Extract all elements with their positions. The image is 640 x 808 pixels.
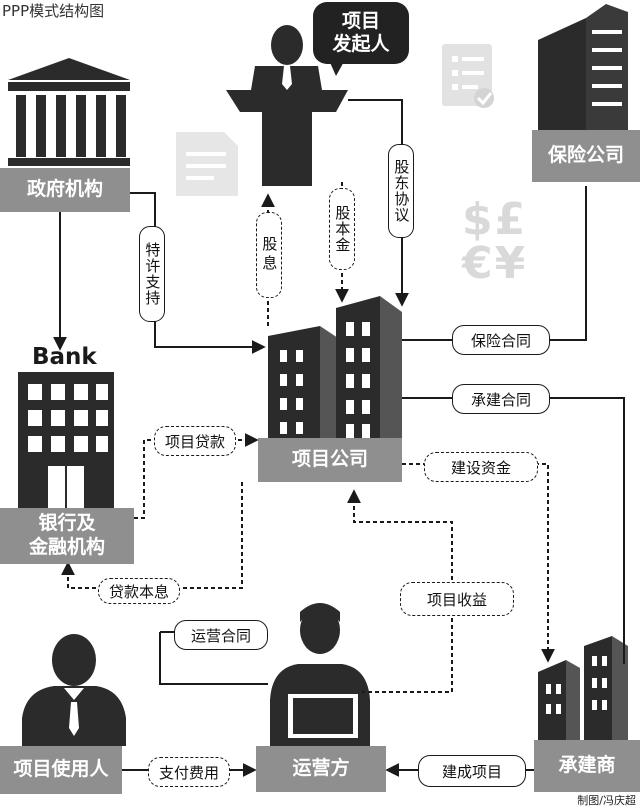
money-symbols-line2: €¥ <box>462 242 527 286</box>
government-building-icon <box>8 58 130 166</box>
government-node: 政府机构 <box>0 168 130 212</box>
initiator-label-line1: 项目 <box>342 10 380 33</box>
contractor-node: 承建商 <box>534 740 640 792</box>
credit-text: 制图/冯庆超 <box>577 792 636 808</box>
initiator-speech-bubble: 项目 发起人 <box>313 2 409 64</box>
project-revenue-label: 项目收益 <box>400 582 514 616</box>
franchise-support-text: 特许支持 <box>144 242 161 306</box>
completed-project-label: 建成项目 <box>418 755 526 787</box>
insurance-contract-label: 保险合同 <box>452 325 550 355</box>
contractor-buildings-icon <box>538 636 628 740</box>
shareholder-agreement-text: 股东协议 <box>393 159 410 223</box>
project-user-person-icon <box>22 634 126 746</box>
project-company-node: 项目公司 <box>258 438 402 482</box>
payment-label: 支付费用 <box>148 757 230 787</box>
edge-construction-funds <box>402 464 548 660</box>
operator-person-icon <box>270 603 370 746</box>
money-symbols-icon: $£ €¥ <box>462 198 527 286</box>
project-loan-label: 项目贷款 <box>154 426 236 456</box>
shareholder-agreement-label: 股东协议 <box>388 144 414 238</box>
bank-node: 银行及 金融机构 <box>0 508 134 564</box>
loan-repayment-label: 贷款本息 <box>98 578 180 604</box>
dividend-label: 股息 <box>256 212 282 298</box>
project-company-buildings-icon <box>268 296 402 446</box>
equity-label: 股本金 <box>329 188 355 270</box>
dividend-text: 股息 <box>261 236 278 274</box>
bank-label-line1: 银行及 <box>38 512 95 536</box>
operator-node: 运营方 <box>256 746 386 792</box>
checklist-icon <box>442 44 494 108</box>
bank-building-icon <box>18 372 114 508</box>
insurance-building-icon <box>538 4 628 130</box>
project-user-node: 项目使用人 <box>0 746 122 794</box>
speech-bubble-tail <box>328 58 346 76</box>
edge-company-to-contractor-contract <box>402 398 624 664</box>
equity-text: 股本金 <box>334 205 351 253</box>
insurance-node: 保险公司 <box>532 130 640 182</box>
initiator-label-line2: 发起人 <box>332 33 389 56</box>
document-icon <box>176 132 238 196</box>
construction-funds-label: 建设资金 <box>424 452 538 482</box>
bank-logo-text: Bank <box>32 344 97 370</box>
bank-label-line2: 金融机构 <box>29 536 105 560</box>
operation-contract-label: 运营合同 <box>174 620 268 650</box>
diagram-title: PPP模式结构图 <box>2 0 104 21</box>
construction-contract-label: 承建合同 <box>452 384 550 414</box>
money-symbols-line1: $£ <box>462 198 527 242</box>
franchise-support-label: 特许支持 <box>139 226 165 322</box>
